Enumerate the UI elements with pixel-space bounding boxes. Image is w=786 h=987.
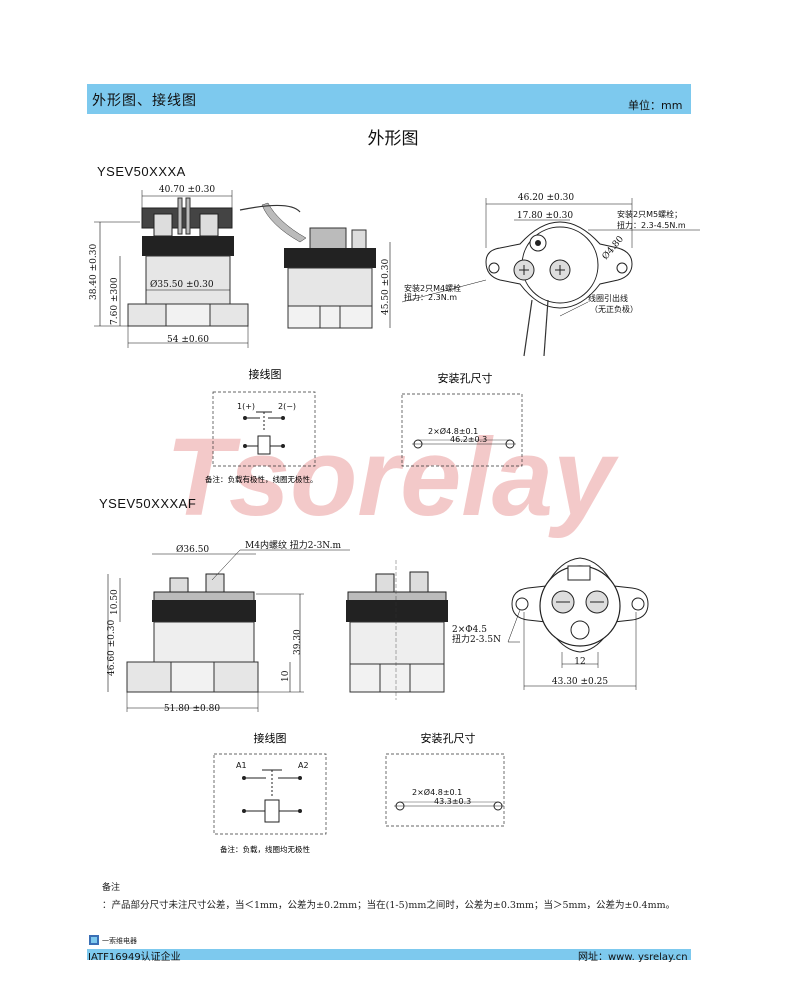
wiring-a-note: 备注：负载有极性，线圈无极性。 [205, 474, 318, 484]
dim-a-top-span: 46.20 ±0.30 [518, 193, 574, 203]
footer-cert: IATF16949认证企业 [88, 952, 181, 963]
dim-af-span: 43.30 ±0.25 [552, 677, 608, 687]
watermark: Tsorelay [166, 416, 619, 539]
remarks-body: ：产品部分尺寸未注尺寸公差，当＜1mm，公差为±0.2mm；当在(1-5)mm之… [102, 900, 676, 911]
dim-a-width-top: 40.70 ±0.30 [159, 185, 215, 195]
dim-af-inner: 12 [574, 657, 585, 667]
label-a-coil: 线圈引出线 [588, 293, 628, 303]
label-a-coil-note: （无正负极） [590, 304, 638, 314]
header-unit: 单位：mm [628, 99, 683, 112]
label-a-m4: 安装2只M4螺栓 [404, 283, 461, 293]
model-af-front-view [126, 573, 259, 693]
company-logo-icon [89, 935, 99, 945]
dim-a-inner-span: 17.80 ±0.30 [517, 211, 573, 221]
header-title: 外形图、接线图 [92, 93, 197, 109]
dim-af-height-total: 46.60 ±0.30 [107, 620, 117, 676]
label-a-m5: 安装2只M5螺栓； [617, 209, 682, 219]
dim-af-height-top: 10.50 [110, 589, 120, 615]
mount-a-span: 46.2±0.3 [450, 435, 487, 444]
mount-af-title: 安装孔尺寸 [421, 731, 476, 745]
dim-a-height-base: 7.60 ±300 [110, 277, 120, 325]
model-a-name: YSEV50XXXA [97, 164, 186, 179]
label-a-m4-torque: 扭力：2.3N.m [404, 292, 457, 302]
dim-a-base-width: 54 ±0.60 [167, 335, 209, 345]
wiring-a-minus: 2(−) [278, 402, 296, 411]
model-af-side-view [346, 560, 448, 700]
dim-af-holes: 2×Φ4.5 [452, 625, 487, 635]
dim-af-holes-torque: 扭力2-3.5N [452, 633, 501, 645]
model-a-front-view [127, 197, 249, 327]
watermark-text: Tsorelay [166, 416, 619, 539]
mount-af-span: 43.3±0.3 [434, 797, 471, 806]
dim-af-base-width: 51.80 ±0.80 [164, 704, 220, 714]
mount-af-holes: 2×Ø4.8±0.1 [412, 787, 462, 797]
remarks-title: 备注 [102, 883, 121, 893]
wiring-a-plus: 1(+) [237, 402, 255, 411]
model-a-top-view [485, 221, 633, 357]
wiring-a-title: 接线图 [249, 367, 282, 381]
dim-a-height-total: 38.40 ±0.30 [89, 244, 99, 300]
company-name: 一索维电器 [102, 937, 137, 945]
dim-a-dia: Ø35.50 ±0.30 [150, 279, 214, 290]
dim-af-height-mid: 39.30 [293, 629, 303, 655]
model-af-name: YSEV50XXXAF [99, 496, 197, 511]
wiring-af-a2: A2 [298, 761, 309, 770]
model-a-side-view [239, 202, 376, 329]
wiring-af-title: 接线图 [254, 731, 287, 745]
dim-af-thread: M4内螺纹 扭力2-3N.m [245, 539, 341, 551]
label-a-m5-torque: 扭力：2.3-4.5N.m [617, 220, 686, 230]
header-bar [87, 84, 691, 114]
wiring-af-note: 备注：负载，线圈均无极性 [220, 844, 310, 854]
wiring-af-a1: A1 [236, 761, 247, 770]
dim-a-side-height: 45.50 ±0.30 [381, 259, 391, 315]
section-title: 外形图 [367, 129, 419, 149]
mount-a-title: 安装孔尺寸 [438, 371, 493, 385]
dim-af-height-base: 10 [281, 670, 291, 682]
dim-af-dia: Ø36.50 [176, 544, 209, 555]
mount-a-holes: 2×Ø4.8±0.1 [428, 426, 478, 436]
footer-website[interactable]: 网址：www. ysrelay.cn [578, 952, 688, 963]
model-af-top-view [511, 557, 649, 653]
footer-bar [87, 949, 691, 960]
